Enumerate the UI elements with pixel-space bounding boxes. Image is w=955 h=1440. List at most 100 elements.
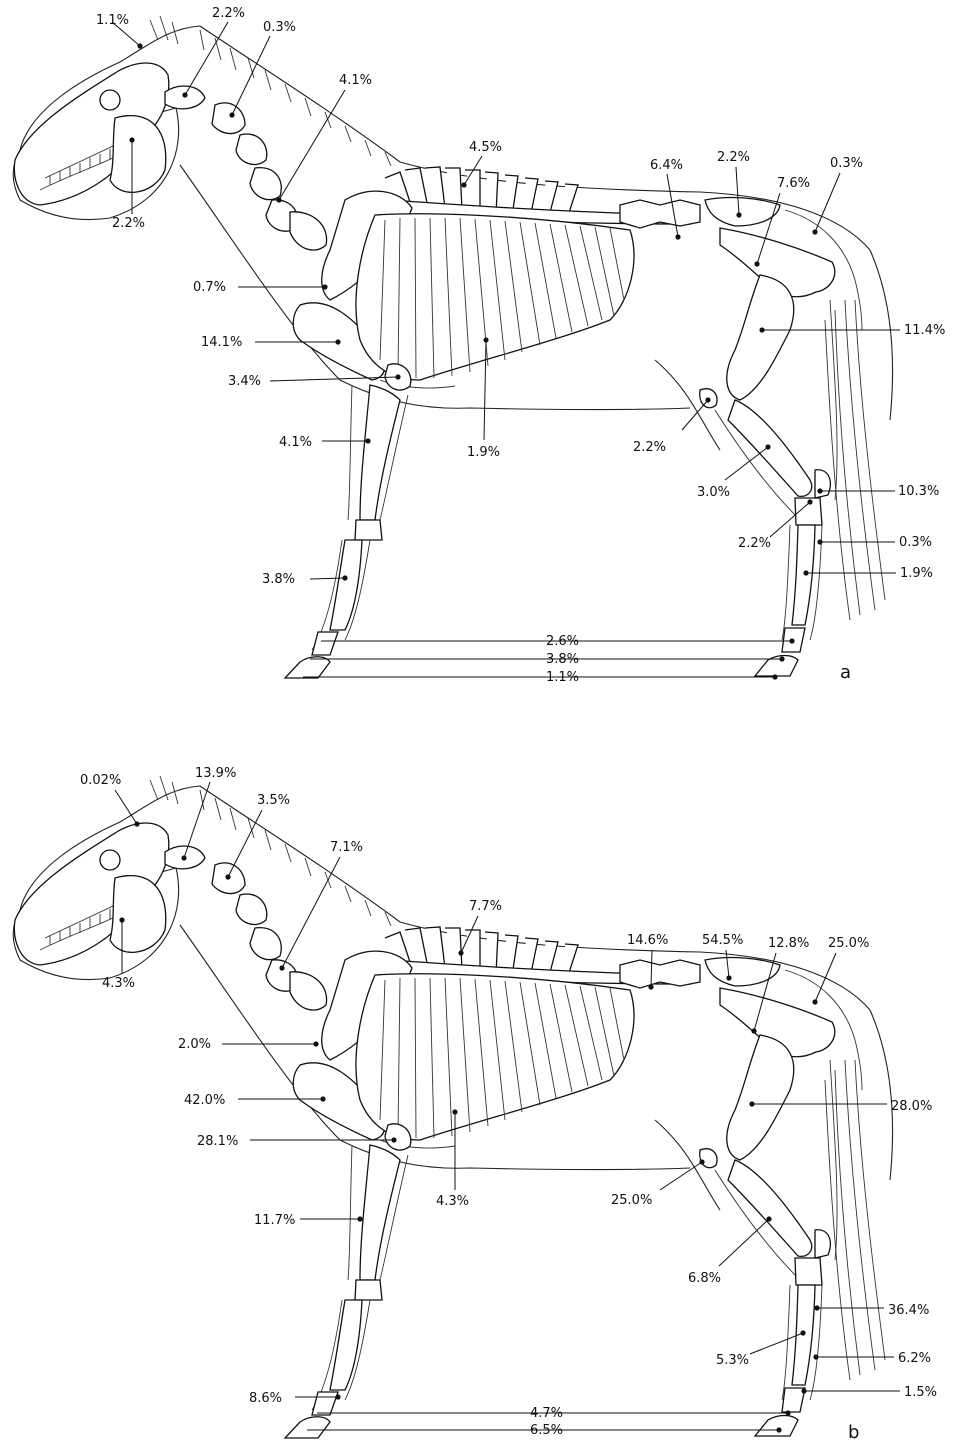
leader-dot-hoof [772, 674, 777, 679]
leader-dot-tibia [765, 444, 770, 449]
leader-dot-mandible [119, 917, 124, 922]
percent-label-mandible: 2.2% [112, 216, 145, 231]
leader-line-cervical [282, 857, 340, 968]
percent-label-tibia: 6.8% [688, 1271, 721, 1286]
percent-label-radius: 11.7% [254, 1213, 295, 1228]
leader-dot-scapula [313, 1041, 318, 1046]
percent-label-patella: 2.2% [633, 440, 666, 455]
percent-label-hoof: 1.1% [546, 670, 579, 685]
leader-dot-humerus [335, 339, 340, 344]
leader-dot-pelvis [751, 1028, 756, 1033]
leader-dot-tibia [766, 1216, 771, 1221]
percent-label-scapula: 0.7% [193, 280, 226, 295]
leader-line-tibia [719, 1219, 769, 1266]
leader-dot-metacarpal [335, 1394, 340, 1399]
percent-label-coronet: 6.5% [530, 1423, 563, 1438]
leader-dot-coronet [776, 1427, 781, 1432]
leader-dot-coronet [779, 656, 784, 661]
percent-label-pelvis: 12.8% [768, 936, 809, 951]
percent-label-caudal: 0.3% [830, 156, 863, 171]
leader-line-axis [232, 36, 270, 115]
percent-label-sacrum: 54.5% [702, 933, 743, 948]
leader-dot-elbow [391, 1137, 396, 1142]
leader-dot-small-metatarsal [813, 1354, 818, 1359]
percent-label-cervical: 7.1% [330, 840, 363, 855]
percent-label-metatarsal: 1.5% [904, 1385, 937, 1400]
leader-dot-caudal [812, 999, 817, 1004]
percent-label-pastern: 4.7% [530, 1406, 563, 1421]
percent-label-axis: 3.5% [257, 793, 290, 808]
percent-label-atlas: 2.2% [212, 6, 245, 21]
leader-dot-femur [759, 327, 764, 332]
leader-dot-calcaneus [817, 488, 822, 493]
percent-label-tarsus: 5.3% [716, 1353, 749, 1368]
leader-dot-pelvis [754, 261, 759, 266]
leader-dot-scapula [322, 284, 327, 289]
percent-label-calcaneus: 10.3% [898, 484, 939, 499]
percent-label-pelvis: 7.6% [777, 176, 810, 191]
percent-label-tibia: 3.0% [697, 485, 730, 500]
leader-dot-metatarsal [801, 1388, 806, 1393]
percent-label-humerus: 42.0% [184, 1093, 225, 1108]
percent-label-small-metatarsal: 6.2% [898, 1351, 931, 1366]
leader-line-patella [682, 400, 708, 430]
percent-label-patella: 25.0% [611, 1193, 652, 1208]
percent-label-coronet: 3.8% [546, 652, 579, 667]
percent-label-ribs: 1.9% [467, 445, 500, 460]
leader-dot-atlas [181, 855, 186, 860]
leader-dot-calcaneus [814, 1305, 819, 1310]
leader-dot-radius [357, 1216, 362, 1221]
leader-dot-tarsus [807, 499, 812, 504]
leader-dot-metacarpal [342, 575, 347, 580]
leader-dot-axis [229, 112, 234, 117]
leader-dot-pastern [785, 1410, 790, 1415]
leader-dot-metatarsal [803, 570, 808, 575]
percent-label-sacrum: 2.2% [717, 150, 750, 165]
leader-line-patella [660, 1162, 702, 1190]
percent-label-humerus: 14.1% [201, 335, 242, 350]
panel-a: 1.1% 2.2% 2.2% 0.3% 4.1% 4.5% 6.4% 2.2% 7.6% 0.3%… [13, 6, 945, 685]
percent-label-metacarpal: 3.8% [262, 572, 295, 587]
percent-label-calcaneus: 36.4% [888, 1303, 929, 1318]
percent-label-caudal: 25.0% [828, 936, 869, 951]
percent-label-mandible: 4.3% [102, 976, 135, 991]
panel-letter-a: a [840, 662, 851, 683]
leader-dot-tarsus [800, 1330, 805, 1335]
leader-dot-atlas [182, 92, 187, 97]
leader-line-atlas [184, 782, 210, 858]
percent-label-thoracic: 4.5% [469, 140, 502, 155]
percent-label-small-metatarsal: 0.3% [899, 535, 932, 550]
leader-dot-cervical [279, 965, 284, 970]
percent-label-thoracic: 7.7% [469, 899, 502, 914]
leader-dot-sacrum [726, 975, 731, 980]
leader-line-caudal [815, 953, 836, 1002]
percent-label-metacarpal: 8.6% [249, 1391, 282, 1406]
leader-dot-femur [749, 1101, 754, 1106]
leader-dot-sacrum [736, 212, 741, 217]
percent-label-cervical: 4.1% [339, 73, 372, 88]
leader-dot-ribs [452, 1109, 457, 1114]
percent-label-femur: 28.0% [891, 1099, 932, 1114]
leader-dot-ribs [483, 337, 488, 342]
percent-label-metatarsal: 1.9% [900, 566, 933, 581]
leader-dot-small-metatarsal [817, 539, 822, 544]
leader-dot-mandible [129, 137, 134, 142]
leader-dot-axis [225, 874, 230, 879]
leader-dot-lumbar [675, 234, 680, 239]
percent-label-skull-nasal: 0.02% [80, 773, 121, 788]
panel-letter-b: b [848, 1422, 859, 1440]
percent-label-lumbar: 6.4% [650, 158, 683, 173]
percent-label-femur: 11.4% [904, 323, 945, 338]
percent-label-elbow: 3.4% [228, 374, 261, 389]
leader-dot-skull-nasal [137, 43, 142, 48]
panel-b: 0.02%4.3%13.9%3.5%7.1%7.7%14.6%54.5%12.8… [13, 766, 937, 1440]
percent-label-pastern: 2.6% [546, 634, 579, 649]
leader-dot-elbow [395, 374, 400, 379]
percent-label-atlas: 13.9% [195, 766, 236, 781]
percent-label-axis: 0.3% [263, 20, 296, 35]
percent-label-elbow: 28.1% [197, 1134, 238, 1149]
leader-dot-caudal [812, 229, 817, 234]
leader-dot-patella [705, 397, 710, 402]
